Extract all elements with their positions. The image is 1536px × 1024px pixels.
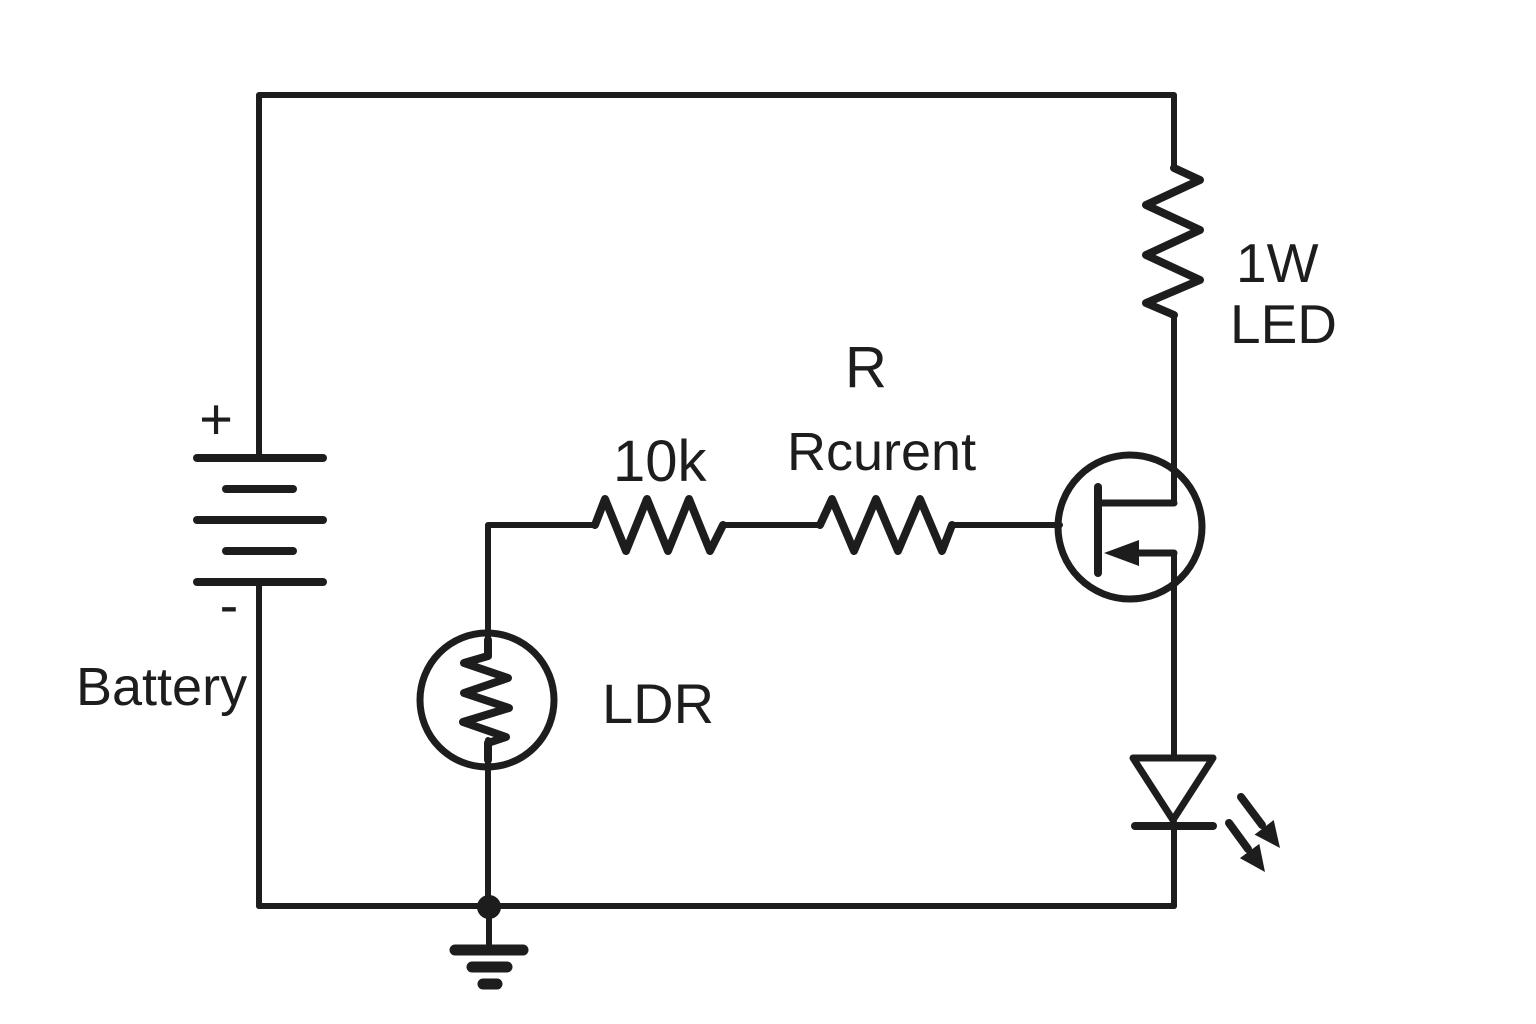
plus-label: + (199, 387, 233, 452)
led-icon (1129, 754, 1217, 830)
battery-icon (193, 454, 327, 586)
resistor-10k-label: 10k (613, 429, 708, 494)
ldr-icon (416, 629, 558, 771)
ground-icon (449, 904, 529, 990)
minus-label: - (220, 573, 239, 636)
battery-label: Battery (76, 657, 247, 717)
light-arrows-icon (1225, 793, 1280, 872)
mosfet-arrow (1104, 540, 1139, 566)
wire-top-rail (256, 92, 1177, 461)
r-designator-label: R (845, 335, 887, 400)
ldr-label: LDR (602, 672, 714, 735)
resistor-rcurent-icon (816, 495, 956, 555)
led-resistor-name-label: LED (1230, 293, 1337, 355)
led-resistor-rating-label: 1W (1236, 232, 1319, 294)
wires (256, 92, 1177, 909)
rcurent-label: Rcurent (787, 422, 976, 482)
mosfet-icon (1054, 451, 1206, 603)
resistor-10k-icon (591, 495, 727, 555)
junction-dot (477, 895, 501, 919)
resistor-led-icon (1142, 164, 1204, 319)
wire-gate (485, 522, 598, 643)
